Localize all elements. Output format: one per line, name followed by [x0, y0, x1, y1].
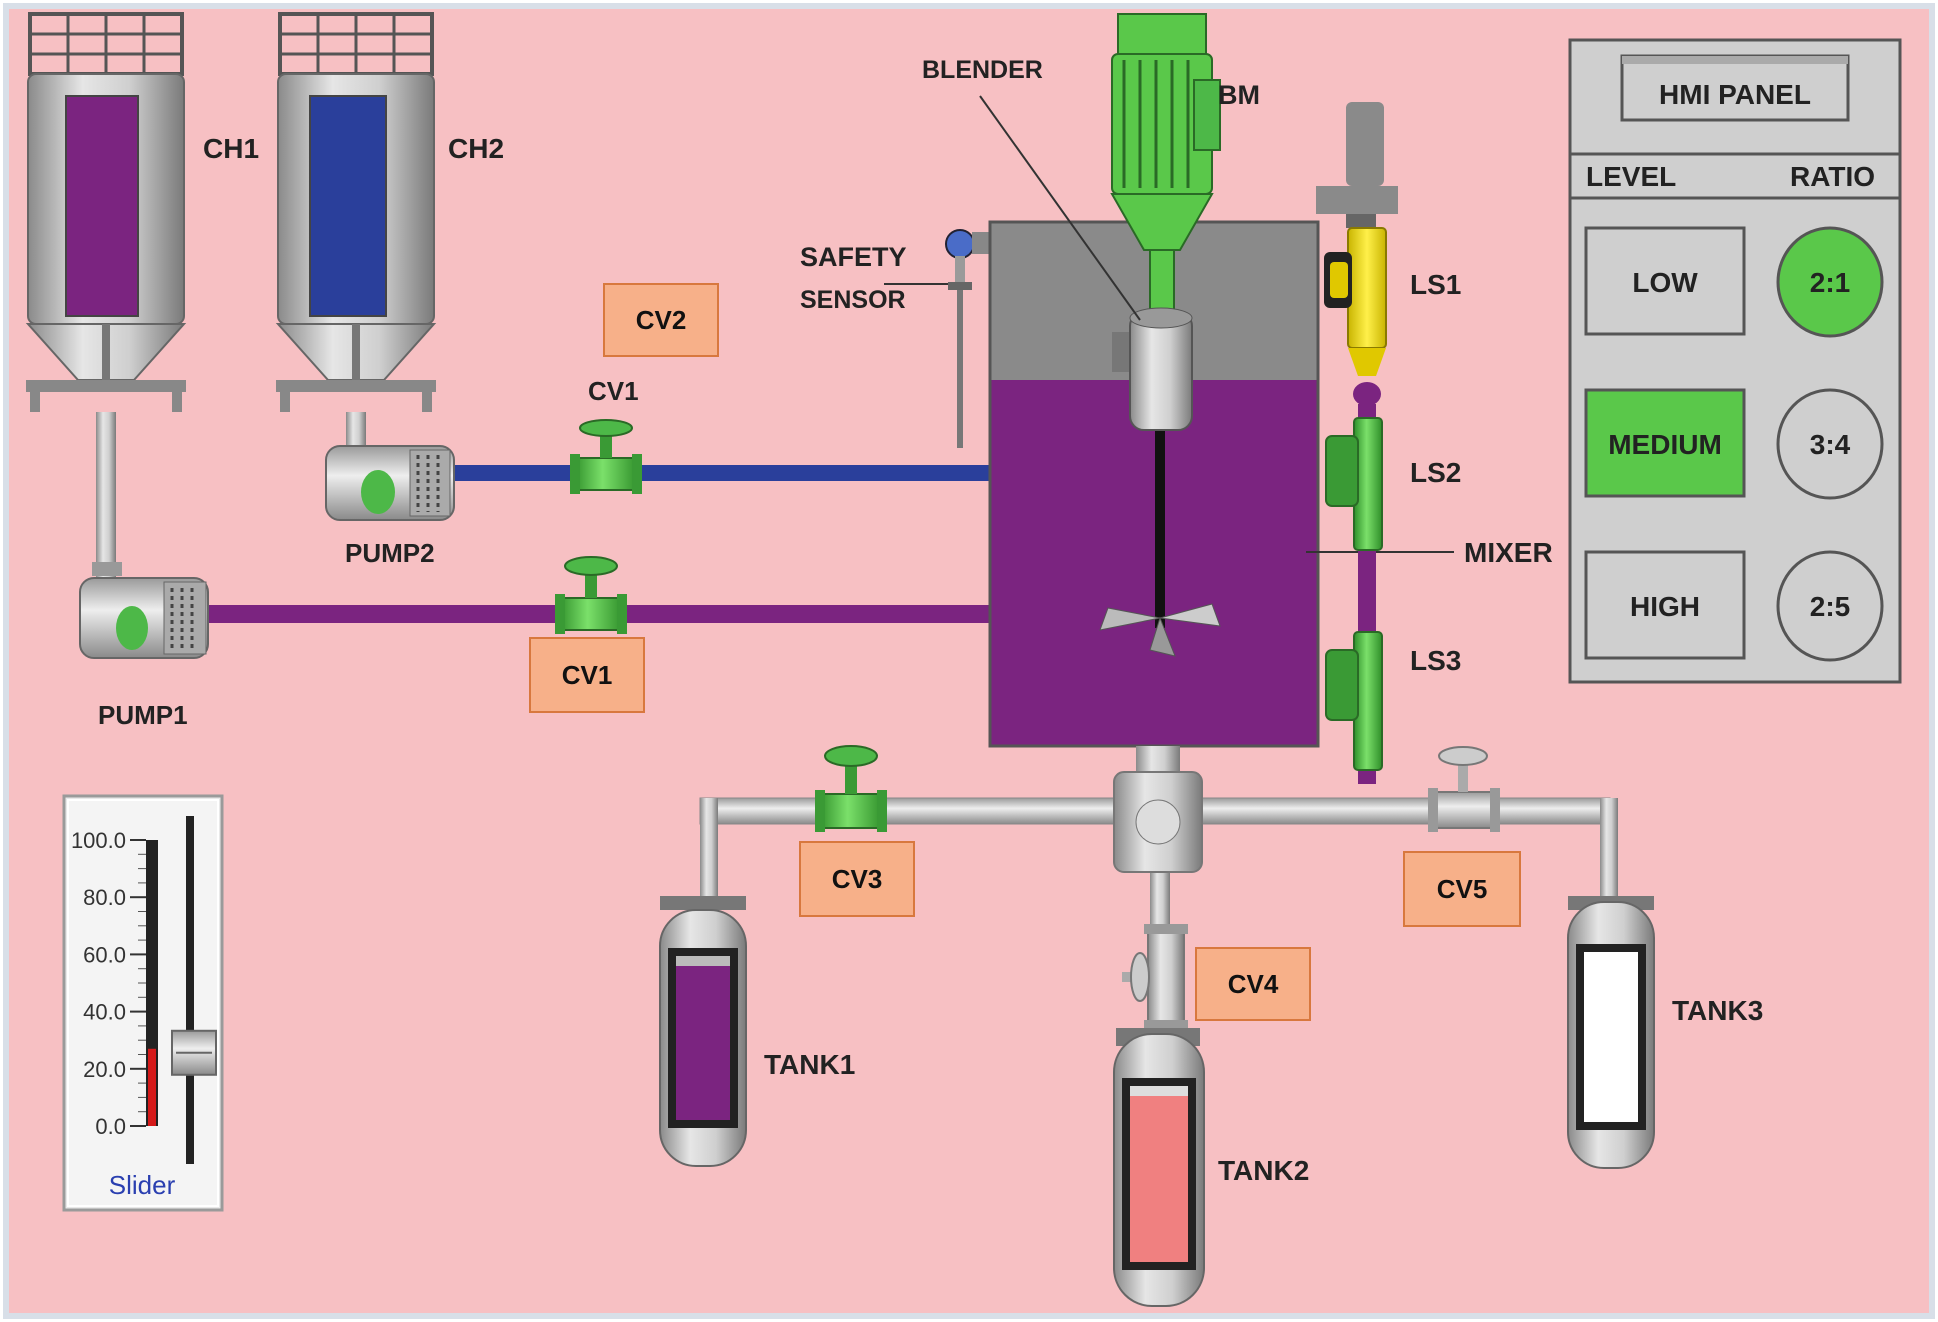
- slider-tick-label: 60.0: [83, 942, 126, 967]
- hopper-ch2-label: CH2: [448, 133, 504, 164]
- level-button-medium[interactable]: MEDIUM: [1584, 388, 1746, 498]
- ls3-label: LS3: [1410, 645, 1461, 676]
- callout-cv2: CV2: [603, 283, 719, 357]
- valve-cv1-label: CV1: [588, 376, 639, 406]
- level-button-medium-label: MEDIUM: [1608, 429, 1722, 460]
- mixer-label: MIXER: [1464, 537, 1553, 568]
- ratio-button-3-4-label: 3:4: [1810, 429, 1851, 460]
- bm-label: BM: [1218, 80, 1260, 110]
- pump1[interactable]: [79, 577, 209, 659]
- hmi-level-header: LEVEL: [1586, 161, 1676, 192]
- valve-cv4[interactable]: [1122, 924, 1188, 1030]
- slider-tick-label: 40.0: [83, 1000, 126, 1025]
- pipe-blue-pump2-to-mixer: [452, 465, 997, 481]
- slider-scale: 100.0 80.0 60.0 40.0 20.0 0.0: [71, 828, 146, 1139]
- ls1-label: LS1: [1410, 269, 1461, 300]
- blender-label: BLENDER: [922, 56, 1043, 84]
- level-switch-ls1[interactable]: [1316, 102, 1398, 406]
- slider-rail[interactable]: [186, 816, 194, 1164]
- callout-cv1-text: CV1: [562, 660, 613, 690]
- hopper-ch2[interactable]: [275, 12, 437, 412]
- tank2[interactable]: [1113, 1028, 1205, 1307]
- slider-tick-label: 20.0: [83, 1057, 126, 1082]
- level-button-high-label: HIGH: [1630, 591, 1700, 622]
- callout-cv4-text: CV4: [1228, 969, 1279, 999]
- valve-cv5[interactable]: [1428, 746, 1500, 832]
- blender-leader: [979, 95, 1141, 321]
- callout-cv4: CV4: [1195, 947, 1311, 1021]
- safety-sensor[interactable]: [945, 229, 990, 448]
- callout-cv5-text: CV5: [1437, 874, 1488, 904]
- valve-cv1-purple[interactable]: [555, 556, 627, 634]
- slider-level-fill: [148, 1048, 156, 1126]
- ratio-button-2-5-label: 2:5: [1810, 591, 1850, 622]
- pump2[interactable]: [325, 445, 455, 521]
- blender-head[interactable]: [1112, 307, 1193, 431]
- pump2-label: PUMP2: [345, 538, 435, 568]
- slider-label: Slider: [109, 1170, 176, 1200]
- slider-tick-label: 0.0: [95, 1114, 126, 1139]
- tank2-label: TANK2: [1218, 1155, 1309, 1186]
- tank1-label: TANK1: [764, 1049, 855, 1080]
- blender-motor-bm[interactable]: [1110, 13, 1221, 311]
- tank3[interactable]: [1567, 896, 1655, 1169]
- hopper-ch1[interactable]: [25, 12, 187, 412]
- slider-tick-label: 80.0: [83, 885, 126, 910]
- pipe-ch2-to-pump2: [346, 412, 366, 452]
- callout-cv5: CV5: [1403, 851, 1521, 927]
- callout-cv3: CV3: [799, 841, 915, 917]
- pump1-label: PUMP1: [98, 700, 188, 730]
- level-button-low[interactable]: LOW: [1584, 226, 1746, 336]
- pipe-ch1-to-pump1: [96, 412, 116, 582]
- level-button-low-label: LOW: [1632, 267, 1698, 298]
- safety-label: SAFETY: [800, 242, 907, 272]
- pipe-to-tank3: [1600, 798, 1618, 898]
- valve-cv1-blue[interactable]: [570, 419, 642, 494]
- level-switch-ls2[interactable]: [1325, 417, 1383, 551]
- callout-cv3-text: CV3: [832, 864, 883, 894]
- ratio-button-2-5[interactable]: 2:5: [1776, 550, 1884, 662]
- tank1[interactable]: [659, 896, 747, 1167]
- sensor-label: SENSOR: [800, 286, 906, 314]
- four-way-cross: [1113, 771, 1203, 873]
- pipe-to-tank1: [700, 798, 718, 898]
- valve-cv3[interactable]: [815, 745, 887, 832]
- hmi-title: HMI PANEL: [1659, 79, 1811, 110]
- hopper-ch1-label: CH1: [203, 133, 259, 164]
- callout-cv2-text: CV2: [636, 305, 687, 335]
- hmi-ratio-header: RATIO: [1790, 161, 1875, 192]
- ratio-button-2-1-label: 2:1: [1810, 267, 1850, 298]
- ratio-button-2-1[interactable]: 2:1: [1776, 226, 1884, 338]
- ls2-label: LS2: [1410, 457, 1461, 488]
- callout-cv1: CV1: [529, 637, 645, 713]
- tank3-label: TANK3: [1672, 995, 1763, 1026]
- level-button-high[interactable]: HIGH: [1584, 550, 1746, 660]
- level-switch-ls3[interactable]: [1325, 631, 1383, 771]
- ratio-button-3-4[interactable]: 3:4: [1776, 388, 1884, 500]
- slider-tick-label: 100.0: [71, 828, 126, 853]
- slider-thumb[interactable]: [171, 1029, 217, 1076]
